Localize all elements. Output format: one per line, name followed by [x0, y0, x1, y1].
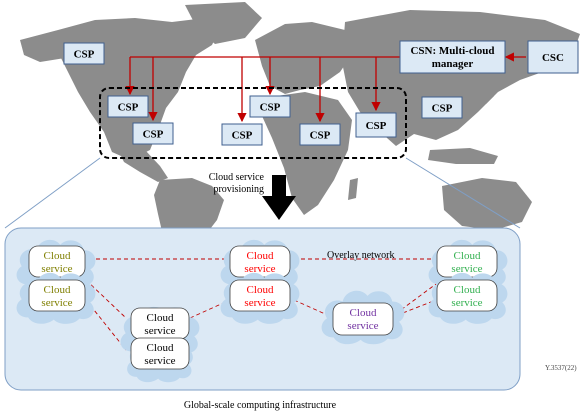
- zoom-line-right: [405, 157, 521, 229]
- csp-region-boundary: [99, 87, 407, 159]
- continent-japan: [482, 74, 494, 104]
- cloud-service-6[interactable]: [229, 279, 291, 312]
- csp-box-pacific[interactable]: [63, 42, 105, 65]
- continent-madagascar: [348, 178, 358, 200]
- cloud-service-2-line1: Cloud: [44, 284, 71, 296]
- csp-box-asia[interactable]: [355, 112, 397, 138]
- cloud-service-7-line1: Cloud: [350, 307, 377, 319]
- csp-box-na-north-label: CSP: [118, 102, 139, 114]
- overlay-link-6: [85, 279, 127, 319]
- cloud-service-1-line2: service: [41, 263, 72, 275]
- csc-box-label: CSC: [542, 52, 564, 64]
- cloud-service-3-line1: Cloud: [147, 312, 174, 324]
- cloud-service-1-line1: Cloud: [44, 250, 71, 262]
- csp-box-na-south-label: CSP: [143, 129, 164, 141]
- continent-indonesia: [428, 148, 498, 164]
- csp-box-europe[interactable]: [249, 95, 291, 118]
- cloud-service-5-line1: Cloud: [247, 250, 274, 262]
- cloud-service-9-line1: Cloud: [454, 284, 481, 296]
- cloud-service-9-line2: service: [451, 297, 482, 309]
- csp-box-na-south[interactable]: [132, 122, 174, 145]
- cloud-service-6-line2: service: [244, 297, 275, 309]
- cloud-services: Cloud service Cloud service Cloud servic…: [16, 239, 508, 383]
- csp-box-east-asia[interactable]: [421, 96, 463, 119]
- csp-box-europe-label: CSP: [260, 102, 281, 114]
- csn-box-label-line2: manager: [432, 58, 474, 70]
- cloud-service-2[interactable]: [28, 279, 86, 312]
- continent-africa: [262, 92, 352, 215]
- cloud-service-4-line2: service: [144, 355, 175, 367]
- figure-reference: Y.3537(22): [545, 364, 577, 372]
- cloud-service-6-line1: Cloud: [247, 284, 274, 296]
- csp-box-africa-label: CSP: [232, 130, 253, 142]
- csp-box-middle-east[interactable]: [299, 123, 341, 146]
- cloud-service-8-line1: Cloud: [454, 250, 481, 262]
- service-boxes: CSP CSP CSP CSP CSP CSP CSP CSP CSN: Mul…: [63, 40, 579, 146]
- infrastructure-caption: Global-scale computing infrastructure: [184, 400, 337, 411]
- overlay-network-label: Overlay network: [327, 250, 394, 261]
- provisioning-label-line1: Cloud service: [209, 172, 265, 183]
- csc-box[interactable]: [527, 40, 579, 74]
- cloud-service-4[interactable]: [130, 337, 190, 370]
- continent-alaska: [20, 30, 65, 62]
- cloud-service-7[interactable]: [332, 302, 394, 336]
- csp-box-na-north[interactable]: [107, 95, 149, 118]
- cloud-service-2-line2: service: [41, 297, 72, 309]
- zoom-line-left: [4, 157, 101, 229]
- csp-box-africa[interactable]: [221, 123, 263, 146]
- csn-box-label-line1: CSN: Multi-cloud: [410, 45, 494, 57]
- csp-box-asia-label: CSP: [366, 120, 387, 132]
- continent-central-america: [118, 150, 168, 182]
- continent-greenland: [185, 2, 262, 44]
- csp-box-middle-east-label: CSP: [310, 130, 331, 142]
- csp-box-east-asia-label: CSP: [432, 103, 453, 115]
- cloud-service-4-line1: Cloud: [147, 342, 174, 354]
- cloud-service-8-line2: service: [451, 263, 482, 275]
- provisioning-label-line2: provisioning: [213, 184, 264, 195]
- cloud-service-5-line2: service: [244, 263, 275, 275]
- cloud-service-7-line2: service: [347, 320, 378, 332]
- csn-multi-cloud-manager-box[interactable]: [399, 40, 506, 74]
- csp-box-pacific-label: CSP: [74, 49, 95, 61]
- cloud-service-9[interactable]: [436, 279, 498, 312]
- cloud-service-3-line2: service: [144, 325, 175, 337]
- provisioning-down-arrow-icon: [262, 175, 296, 220]
- continent-europe: [255, 22, 355, 94]
- continent-australia: [442, 178, 532, 230]
